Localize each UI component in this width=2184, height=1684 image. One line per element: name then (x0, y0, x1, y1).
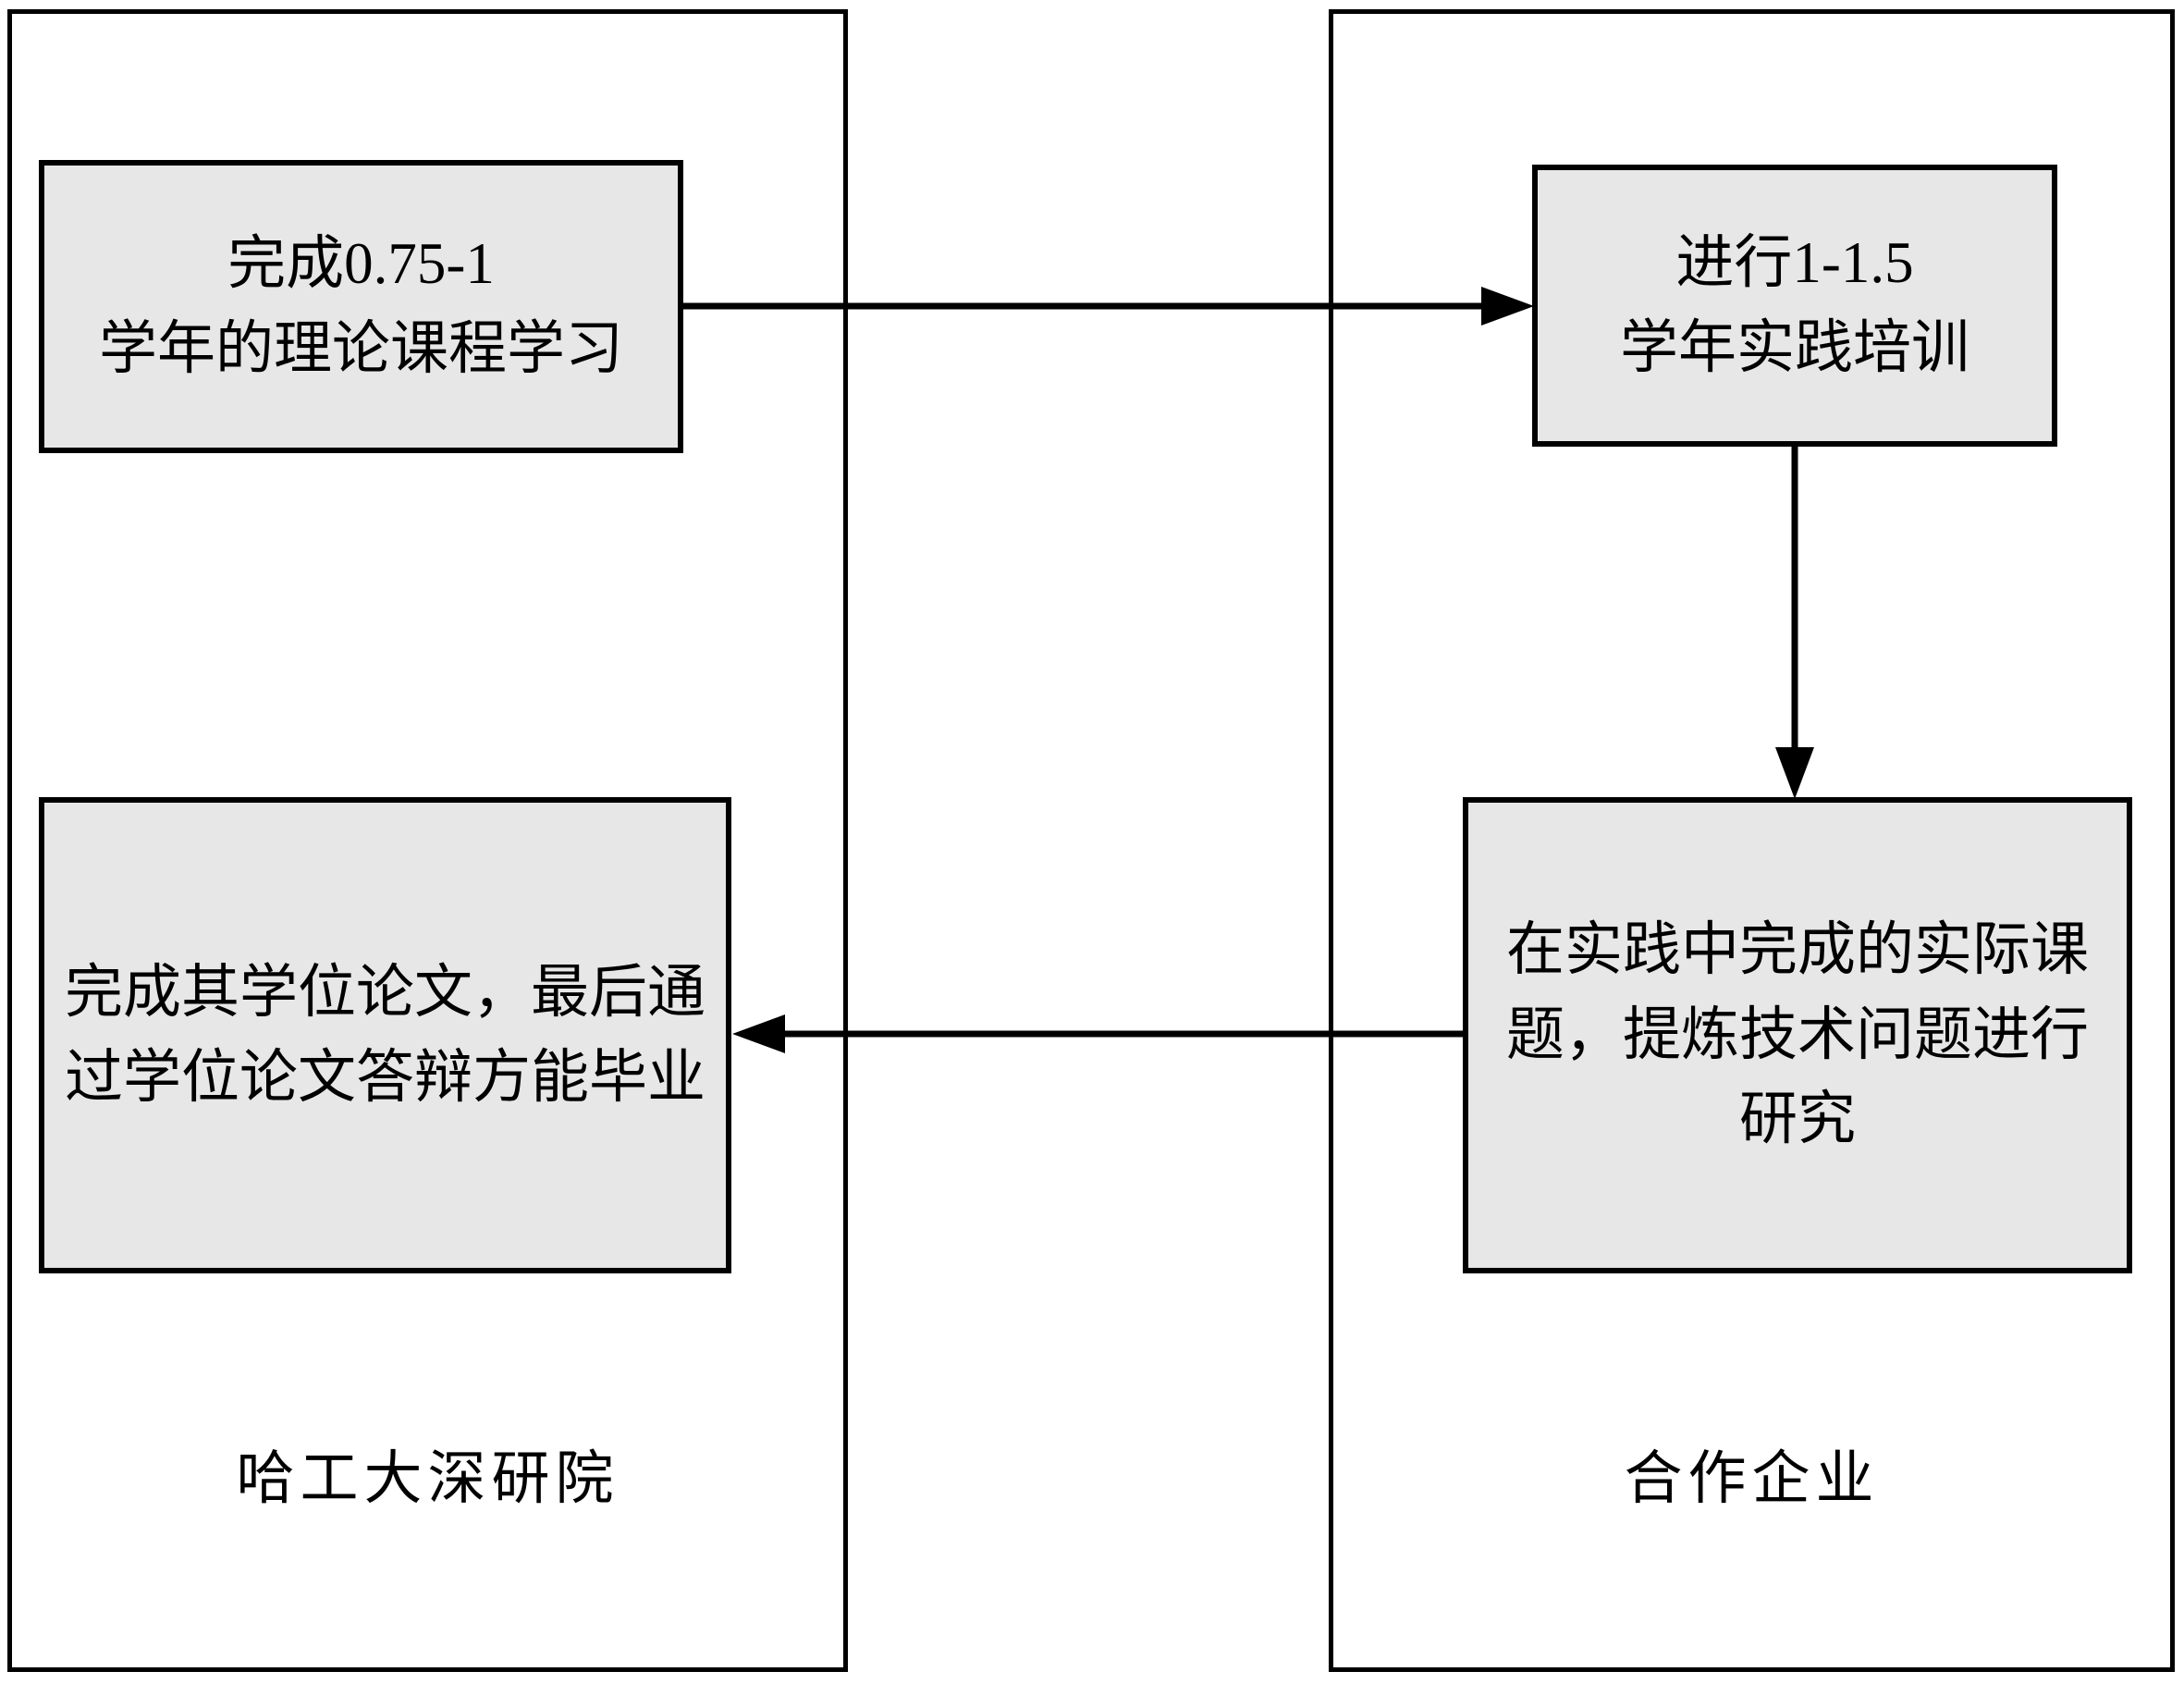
theory-course-box: 完成0.75-1 学年的理论课程学习 (39, 160, 683, 453)
arrow-theory-to-practice-icon (683, 287, 1534, 326)
practice-training-box: 进行1-1.5 学年实践培训 (1532, 165, 2057, 447)
left-container-label: 哈工大深研院 (236, 1446, 620, 1511)
practice-training-box-line: 进行1-1.5 (1675, 230, 1914, 296)
thesis-defense-box-line: 完成其学位论文，最后通 (65, 960, 706, 1026)
right-container-label: 合作企业 (1624, 1446, 1880, 1511)
theory-course-box-line: 完成0.75-1 (227, 231, 495, 297)
practice-training-box-line: 学年实践培训 (1620, 314, 1969, 380)
research-topic-box-line: 研究 (1739, 1087, 1856, 1152)
research-topic-box-line: 在实践中完成的实际课 (1506, 917, 2089, 983)
arrow-practice-to-research-icon (1775, 447, 1814, 799)
thesis-defense-box-line: 过学位论文答辩方能毕业 (65, 1044, 706, 1110)
research-topic-box: 在实践中完成的实际课 题，提炼技术问题进行 研究 (1463, 797, 2132, 1273)
research-topic-box-line: 题，提炼技术问题进行 (1506, 1002, 2089, 1067)
arrow-research-to-thesis-icon (732, 1014, 1463, 1053)
theory-course-box-line: 学年的理论课程学习 (99, 315, 623, 381)
thesis-defense-box: 完成其学位论文，最后通 过学位论文答辩方能毕业 (39, 797, 731, 1273)
